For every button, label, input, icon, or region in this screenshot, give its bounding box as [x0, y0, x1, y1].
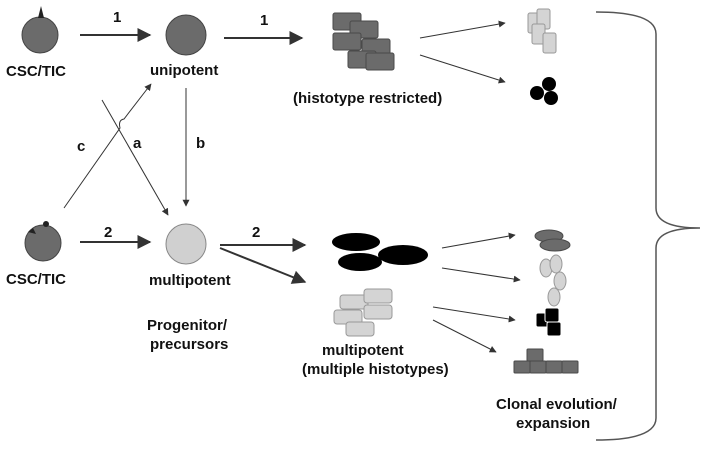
black-cell-cluster-top	[530, 77, 558, 105]
arrow-to-grey-blocks	[432, 319, 497, 353]
arrow-to-black-squares	[432, 306, 516, 323]
right-brace	[595, 11, 701, 441]
arrow-to-light-rects	[419, 20, 506, 39]
progenitor-label-line2: precursors	[150, 336, 228, 353]
multipotent-label: multipotent	[149, 272, 231, 289]
arrow-label-path1-a: 1	[113, 9, 121, 26]
grey-ellipse-cluster	[534, 229, 571, 252]
arrow-label-path2-a: 2	[104, 224, 112, 241]
arrow-a	[101, 99, 169, 216]
arrow-to-grey-ellipses	[441, 232, 516, 249]
csc-tic-label-top: CSC/TIC	[6, 63, 66, 80]
multipotent-cell	[165, 223, 207, 265]
arrow-to-light-ellipses	[441, 267, 521, 283]
csc-tic-cell-bottom	[24, 221, 62, 262]
arrow-label-a: a	[133, 135, 142, 152]
csc-tic-label-bottom: CSC/TIC	[6, 271, 66, 288]
arrow-to-black-cells	[419, 54, 506, 84]
arrow-label-c: c	[77, 138, 85, 155]
histotype-restricted-cluster	[332, 12, 395, 71]
grey-block-cluster	[513, 348, 579, 374]
arrow-c	[63, 83, 152, 209]
progenitor-label-line1: Progenitor/	[147, 317, 228, 334]
arrow-label-path2-b: 2	[252, 224, 260, 241]
black-square-cluster	[535, 307, 562, 337]
clonal-label-line1: Clonal evolution/	[496, 396, 618, 413]
black-ellipse-cluster	[332, 233, 428, 271]
unipotent-cell	[165, 14, 207, 56]
arrow-label-b: b	[196, 135, 205, 152]
histotype-restricted-label: (histotype restricted)	[293, 90, 442, 107]
clonal-label-line2: expansion	[516, 415, 590, 432]
light-ellipse-cluster	[539, 254, 567, 307]
light-rect-cluster-top	[527, 8, 557, 54]
multipotent-multi-label-line2: (multiple histotypes)	[302, 361, 449, 378]
arrow-path2-c	[219, 247, 307, 284]
light-rect-cluster-bottom	[333, 288, 393, 337]
unipotent-label: unipotent	[150, 62, 218, 79]
csc-tic-cell-top	[21, 6, 59, 54]
arrow-label-path1-b: 1	[260, 12, 268, 29]
multipotent-multi-label-line1: multipotent	[322, 342, 404, 359]
